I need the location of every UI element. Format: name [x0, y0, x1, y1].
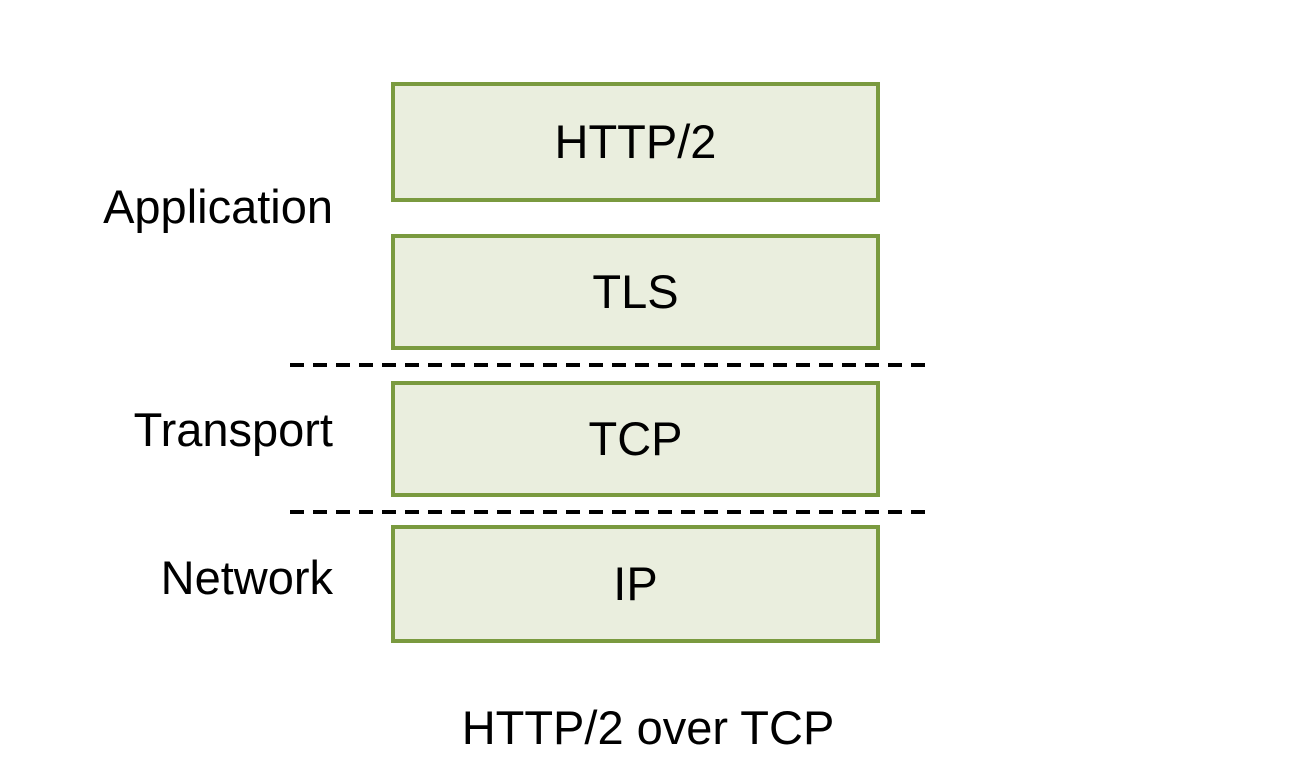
protocol-box-tcp: TCP	[391, 381, 880, 497]
layer-label-transport: Transport	[133, 403, 333, 456]
diagram-caption: HTTP/2 over TCP	[461, 701, 835, 754]
protocol-box-label: TLS	[592, 264, 679, 318]
protocol-box-label: TCP	[588, 411, 683, 465]
protocol-box-ip: IP	[391, 525, 880, 643]
application-transport-divider	[290, 363, 933, 367]
transport-network-divider	[290, 510, 933, 514]
layer-label-application: Application	[103, 180, 333, 233]
protocol-box-tls: TLS	[391, 234, 880, 350]
protocol-box-label: IP	[613, 556, 658, 610]
protocol-box-http2: HTTP/2	[391, 82, 880, 202]
layer-label-network: Network	[160, 551, 333, 604]
protocol-box-label: HTTP/2	[554, 114, 717, 168]
